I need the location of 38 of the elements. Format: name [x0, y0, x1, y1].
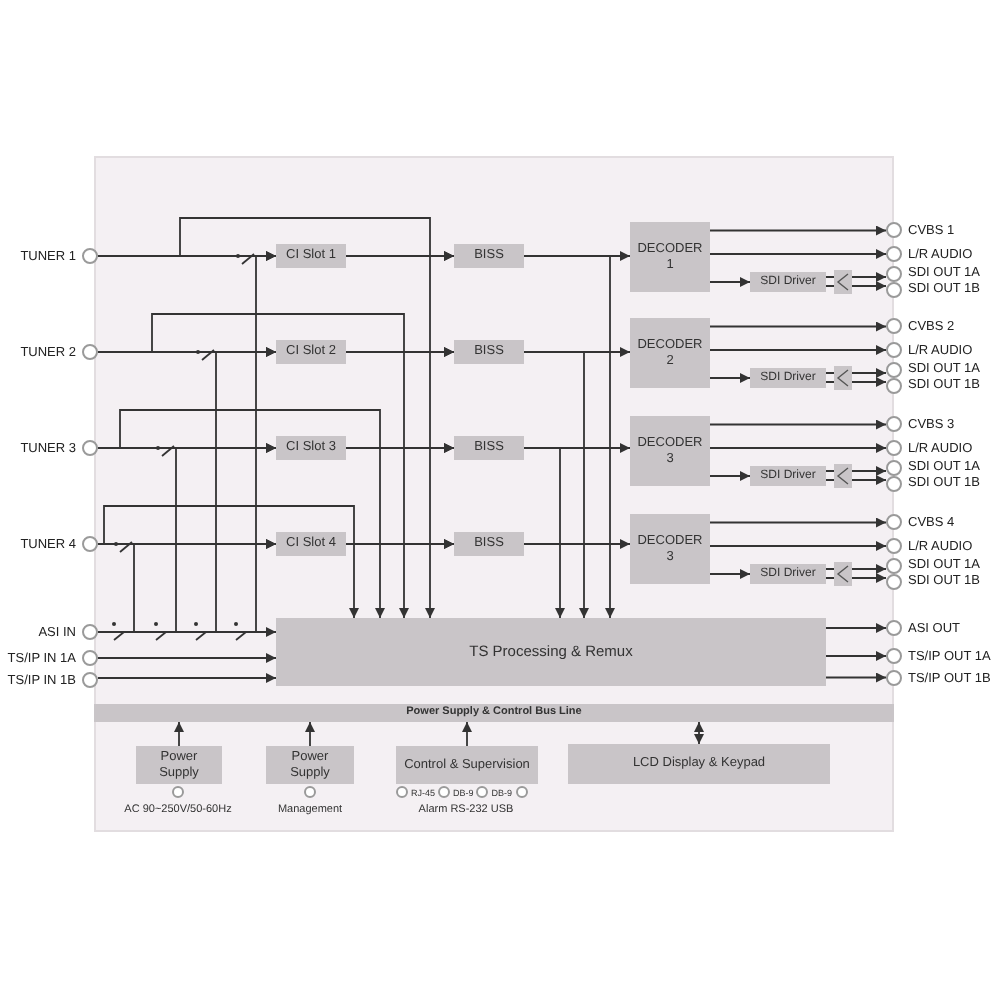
arrow	[825, 672, 887, 683]
arrow	[97, 627, 277, 637]
arrow	[345, 255, 435, 619]
arrow	[825, 573, 887, 583]
arrow	[825, 466, 887, 476]
arrow	[825, 623, 887, 633]
arrow	[825, 272, 887, 282]
arrow	[174, 721, 184, 747]
arrow	[709, 249, 887, 259]
arrow	[709, 443, 887, 453]
arrow	[709, 419, 887, 430]
arrow	[462, 721, 472, 747]
arrow	[709, 345, 887, 355]
arrow	[825, 651, 887, 661]
arrow	[825, 564, 887, 574]
arrow	[305, 721, 315, 747]
arrow	[825, 368, 887, 378]
arrow	[709, 517, 887, 528]
arrow	[709, 277, 751, 287]
arrow	[825, 475, 887, 485]
arrow	[97, 653, 277, 663]
arrow	[825, 281, 887, 291]
arrow	[345, 543, 359, 619]
arrow	[709, 321, 887, 332]
arrow	[709, 541, 887, 551]
arrow	[709, 471, 751, 481]
arrow	[709, 373, 751, 383]
arrow	[694, 721, 704, 745]
arrow	[345, 351, 409, 619]
arrow	[709, 225, 887, 236]
arrow	[345, 447, 385, 619]
arrow	[523, 447, 565, 619]
arrow	[825, 377, 887, 387]
arrow	[523, 539, 631, 549]
arrow	[97, 673, 277, 683]
arrow	[709, 569, 751, 579]
arrow	[523, 255, 615, 619]
arrow	[523, 351, 589, 619]
